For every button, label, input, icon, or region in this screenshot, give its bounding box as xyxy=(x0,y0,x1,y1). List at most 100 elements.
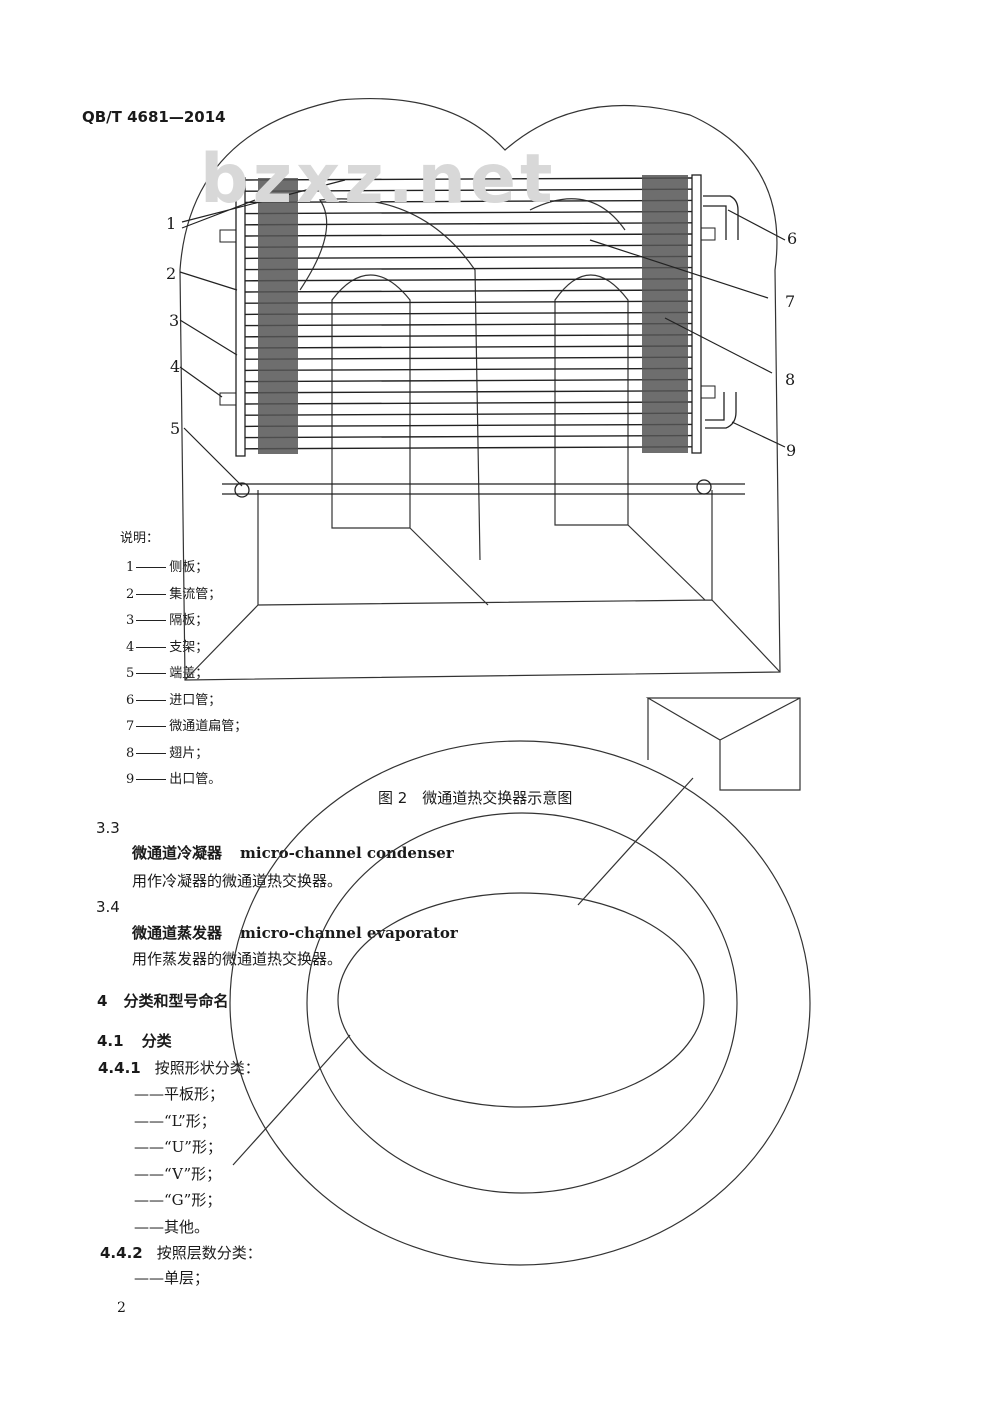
flat-tube xyxy=(244,222,693,226)
section-number: 3.4 xyxy=(96,898,120,916)
standard-number: QB/T 4681—2014 xyxy=(82,108,226,126)
definition: 用作冷凝器的微通道热交换器。 xyxy=(132,872,343,890)
flat-tube xyxy=(244,177,693,181)
flat-tube xyxy=(244,255,693,260)
flat-tube xyxy=(244,233,693,237)
heat-exchanger xyxy=(219,174,745,498)
callout-4: 4 xyxy=(170,357,181,376)
flat-tube xyxy=(244,244,693,248)
legend-number: 3 xyxy=(126,613,135,628)
figure-caption: 图 2 微通道热交换器示意图 xyxy=(378,789,573,807)
subsection-4-4-2: 4.4.2 按照层数分类： xyxy=(100,1242,262,1263)
callout-5: 5 xyxy=(170,419,181,438)
end-cap xyxy=(696,479,712,495)
section-number: 3.3 xyxy=(96,819,120,837)
list-item: ——“U”形； xyxy=(134,1138,222,1156)
callout-1: 1 xyxy=(166,214,177,233)
left-header xyxy=(235,177,246,457)
legend-number: 5 xyxy=(126,666,135,681)
legend-dash xyxy=(136,726,167,727)
inner-ellipse xyxy=(337,892,705,1108)
legend-dash xyxy=(136,620,167,621)
legend-dash xyxy=(136,567,167,568)
legend-text: 出口管。 xyxy=(169,772,222,787)
bracket xyxy=(700,227,716,241)
legend-number: 4 xyxy=(126,639,135,655)
bracket xyxy=(700,385,716,399)
end-cap xyxy=(234,482,250,498)
callout-7: 7 xyxy=(785,292,796,311)
legend-item: 4 支架； xyxy=(126,636,208,655)
bottom-rail xyxy=(222,483,745,495)
subsection-title: 按照形状分类： xyxy=(154,1059,260,1077)
legend-text: 隔板； xyxy=(169,613,209,628)
flat-tube xyxy=(244,434,693,439)
outer-ellipse xyxy=(229,740,811,1266)
right-fin-block xyxy=(642,175,688,453)
flat-tube xyxy=(244,423,693,428)
legend-text: 微通道扁管； xyxy=(169,719,248,734)
subsection-4-4-1: 4.4.1 按照形状分类： xyxy=(98,1057,260,1078)
flat-tubes xyxy=(244,177,693,450)
legend-text: 端盖； xyxy=(169,666,209,681)
leader-lines xyxy=(179,179,786,487)
definition: 用作蒸发器的微通道热交换器。 xyxy=(132,950,343,968)
flat-tube xyxy=(244,345,693,349)
legend-item: 7 微通道扁管； xyxy=(126,715,247,734)
callout-8: 8 xyxy=(785,370,796,389)
outlet-pipe xyxy=(705,392,737,429)
ellipse-divider-lines xyxy=(232,777,694,1166)
legend-dash xyxy=(136,673,167,674)
bracket xyxy=(219,229,237,243)
list-item: ——“G”形； xyxy=(134,1191,222,1209)
flat-tube xyxy=(244,210,693,215)
left-fin-block xyxy=(258,178,298,454)
legend-dash xyxy=(136,779,167,780)
list-item: ——“V”形； xyxy=(134,1164,222,1183)
list-item: ——其他。 xyxy=(134,1217,210,1236)
section-heading-4: 4 分类和型号命名 xyxy=(97,990,228,1011)
list-item: ——“L”形； xyxy=(134,1111,216,1130)
legend-text: 翅片； xyxy=(169,745,209,761)
middle-ellipse xyxy=(306,812,738,1194)
overlay-u2 xyxy=(529,198,706,601)
flat-tube xyxy=(244,266,693,271)
right-header xyxy=(691,174,702,454)
flat-tube xyxy=(244,278,693,282)
flat-tube xyxy=(244,401,693,405)
legend-dash xyxy=(136,752,167,754)
flat-tube xyxy=(244,390,693,394)
flat-tube xyxy=(244,446,693,450)
callout-9: 9 xyxy=(786,441,797,460)
heading-number: 4.1 xyxy=(97,1032,124,1050)
legend-dash xyxy=(136,699,167,701)
legend-number: 7 xyxy=(126,719,135,734)
page-number: 2 xyxy=(117,1300,126,1316)
heading-title: 分类和型号命名 xyxy=(123,992,229,1010)
subsection-title: 按照层数分类： xyxy=(156,1244,262,1262)
flat-tube xyxy=(244,334,693,338)
overlay-arch xyxy=(179,97,781,681)
subsection-number: 4.4.2 xyxy=(100,1244,143,1262)
subsection-number: 4.4.1 xyxy=(98,1059,141,1077)
flat-tube xyxy=(244,356,693,360)
legend-text: 侧板； xyxy=(169,560,209,575)
overlay-u1 xyxy=(299,198,489,606)
legend-dash xyxy=(136,593,167,595)
list-item: ——平板形； xyxy=(134,1085,225,1103)
overlay-box xyxy=(645,697,801,791)
legend-text: 支架； xyxy=(169,639,209,655)
callout-6: 6 xyxy=(787,229,798,248)
legend-item: 5 端盖； xyxy=(126,662,208,681)
flat-tube xyxy=(244,412,693,416)
flat-tube xyxy=(244,311,693,316)
heading-number: 4 xyxy=(97,992,108,1010)
legend-title: 说明： xyxy=(120,531,160,546)
flat-tube xyxy=(244,367,693,372)
